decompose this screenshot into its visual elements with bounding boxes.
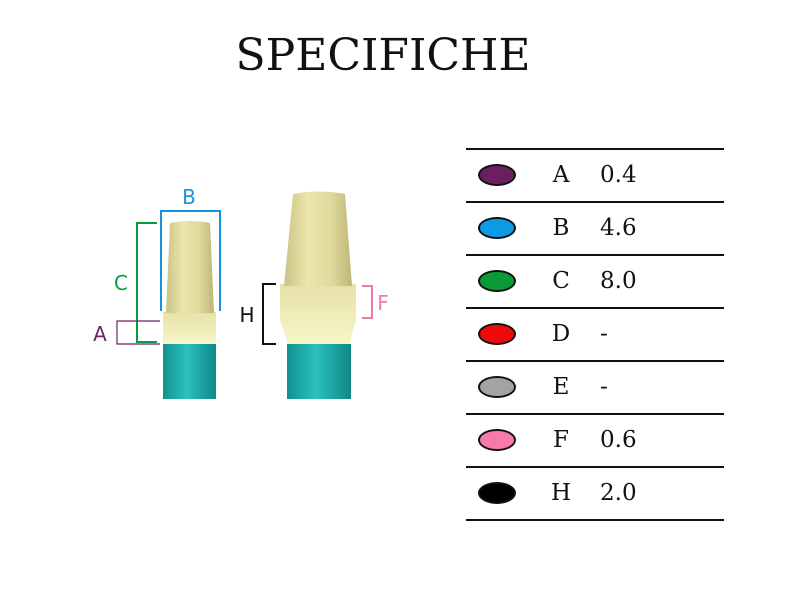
spec-value: 0.4 — [600, 162, 637, 188]
dimension-f-bracket — [362, 285, 373, 319]
spec-row-a: A 0.4 — [466, 148, 724, 201]
spec-letter: A — [552, 162, 570, 188]
blue-ellipse-icon — [478, 217, 516, 239]
green-ellipse-icon — [478, 270, 516, 292]
pink-ellipse-icon — [478, 429, 516, 451]
dimension-c-bracket — [136, 222, 157, 343]
dimension-b-bracket — [160, 210, 221, 311]
dimension-a-label: A — [93, 322, 107, 346]
spec-value: 2.0 — [600, 480, 637, 506]
red-ellipse-icon — [478, 323, 516, 345]
spec-table: A 0.4 B 4.6 C 8.0 D - E - F 0.6 H 2.0 — [466, 148, 724, 521]
spec-value: 0.6 — [600, 427, 637, 453]
spec-letter: C — [552, 268, 570, 294]
spec-row-d: D - — [466, 307, 724, 360]
right-implant-body — [287, 344, 351, 399]
spec-letter: F — [553, 427, 569, 453]
spec-row-c: C 8.0 — [466, 254, 724, 307]
spec-value: - — [600, 321, 608, 347]
dimension-f-label: F — [377, 291, 389, 315]
spec-row-b: B 4.6 — [466, 201, 724, 254]
black-ellipse-icon — [478, 482, 516, 504]
purple-ellipse-icon — [478, 164, 516, 186]
right-post — [284, 191, 352, 286]
left-post — [166, 221, 214, 313]
spec-value: - — [600, 374, 608, 400]
abutment-diagram: B C A H F — [93, 185, 389, 399]
page-title: SPECIFICHE — [235, 30, 531, 81]
left-abutment — [163, 221, 216, 399]
dimension-c-label: C — [114, 271, 128, 295]
dimension-h-label: H — [239, 303, 254, 327]
dimension-b-label: B — [182, 185, 196, 209]
spec-row-h: H 2.0 — [466, 466, 724, 521]
left-implant-body — [163, 344, 216, 399]
left-collar — [163, 310, 216, 344]
right-abutment — [280, 191, 356, 399]
spec-letter: E — [552, 374, 570, 400]
spec-letter: H — [550, 480, 572, 506]
right-collar — [280, 281, 356, 344]
gray-ellipse-icon — [478, 376, 516, 398]
spec-letter: D — [551, 321, 571, 347]
spec-row-e: E - — [466, 360, 724, 413]
spec-value: 4.6 — [600, 215, 637, 241]
spec-row-f: F 0.6 — [466, 413, 724, 466]
spec-value: 8.0 — [600, 268, 637, 294]
dimension-a-bracket — [116, 320, 160, 345]
dimension-h-bracket — [262, 283, 276, 345]
spec-letter: B — [552, 215, 570, 241]
